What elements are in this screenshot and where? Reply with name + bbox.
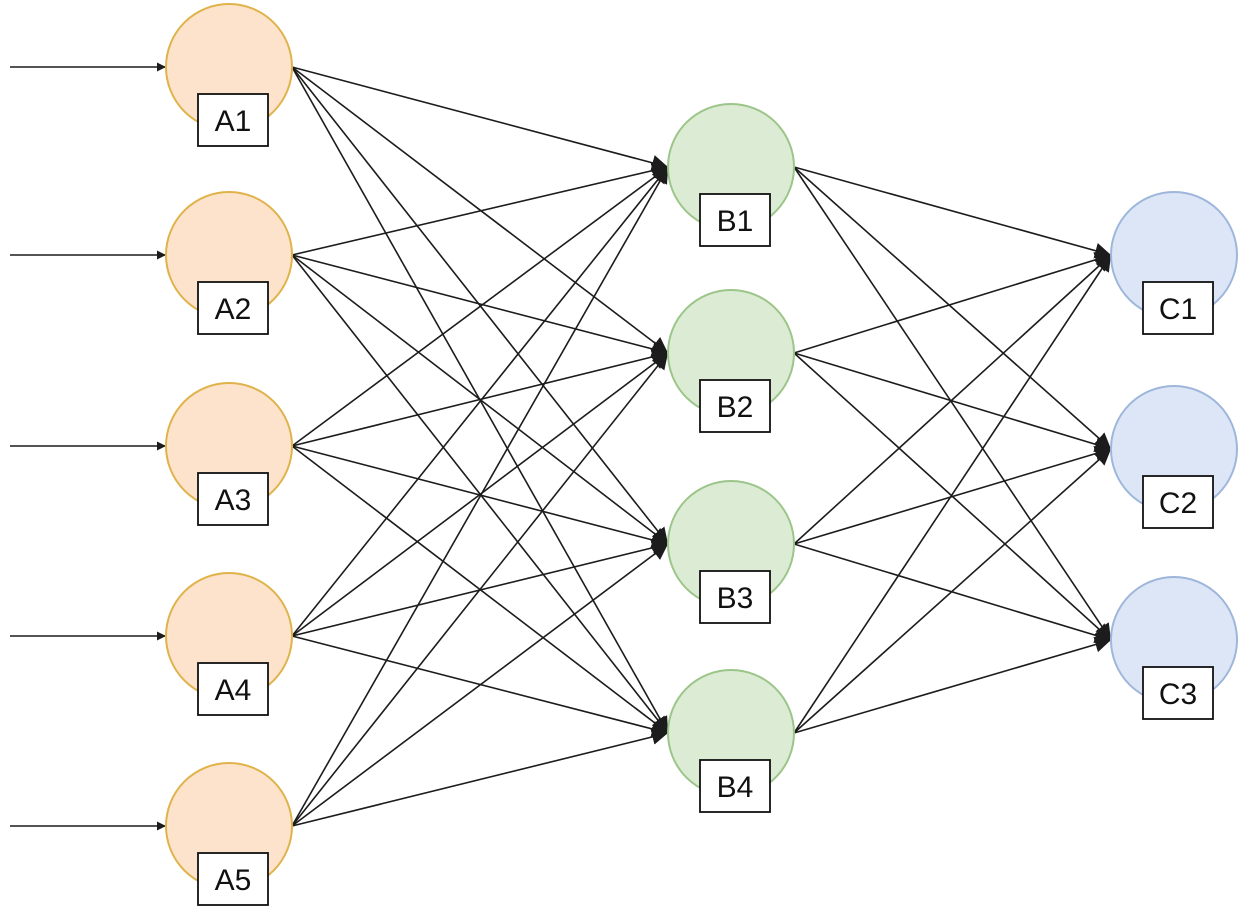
node-label-a1: A1 bbox=[215, 105, 252, 138]
edge-a4-b1 bbox=[291, 166, 669, 637]
node-label-box-b1 bbox=[699, 193, 771, 247]
node-label-box-a1 bbox=[197, 93, 269, 147]
node-label-a4: A4 bbox=[215, 674, 252, 707]
node-c1: C1 bbox=[1110, 191, 1238, 335]
edge-a2-b1 bbox=[291, 162, 669, 256]
node-a5: A5 bbox=[165, 762, 293, 906]
node-c2: C2 bbox=[1110, 385, 1238, 529]
edge-a3-b2 bbox=[291, 349, 669, 447]
node-label-c2: C2 bbox=[1159, 487, 1197, 520]
edge-a5-b2 bbox=[291, 352, 669, 827]
node-label-b2: B2 bbox=[717, 391, 754, 424]
node-label-box-b2 bbox=[699, 379, 771, 433]
node-label-c1: C1 bbox=[1159, 293, 1197, 326]
edge-b1-c2 bbox=[793, 166, 1112, 450]
edge-b4-c2 bbox=[793, 448, 1112, 734]
node-label-box-a2 bbox=[197, 281, 269, 335]
edge-b4-c3 bbox=[793, 636, 1112, 734]
node-a2: A2 bbox=[165, 191, 293, 335]
node-label-box-c1 bbox=[1142, 281, 1214, 335]
edge-b2-c1 bbox=[793, 252, 1112, 354]
edge-b3-c1 bbox=[793, 254, 1112, 545]
node-label-b4: B4 bbox=[717, 771, 754, 804]
node-a1: A1 bbox=[165, 3, 293, 147]
edge-a5-b4 bbox=[291, 729, 669, 827]
node-label-box-a3 bbox=[197, 472, 269, 526]
connections-layer bbox=[10, 62, 1112, 831]
edge-a2-b2 bbox=[291, 254, 669, 357]
node-label-box-a4 bbox=[197, 662, 269, 716]
node-a3: A3 bbox=[165, 382, 293, 526]
edge-b3-c2 bbox=[793, 445, 1112, 545]
node-label-b1: B1 bbox=[717, 205, 754, 238]
edge-a5-b1 bbox=[291, 166, 669, 827]
edge-a4-b2 bbox=[291, 352, 669, 637]
node-b3: B3 bbox=[667, 480, 795, 624]
node-label-box-b3 bbox=[699, 570, 771, 624]
node-c3: C3 bbox=[1110, 576, 1238, 720]
edge-a1-b2 bbox=[291, 66, 669, 354]
edge-a1-b3 bbox=[291, 66, 669, 545]
node-b2: B2 bbox=[667, 289, 795, 433]
node-label-box-c3 bbox=[1142, 666, 1214, 720]
node-label-b3: B3 bbox=[717, 582, 754, 615]
edge-a1-b1 bbox=[291, 66, 669, 171]
node-label-a5: A5 bbox=[215, 864, 252, 897]
node-label-box-b4 bbox=[699, 759, 771, 813]
node-a4: A4 bbox=[165, 572, 293, 716]
edge-b4-c1 bbox=[793, 254, 1112, 734]
node-b4: B4 bbox=[667, 669, 795, 813]
edge-b1-c1 bbox=[793, 166, 1112, 259]
node-label-a2: A2 bbox=[215, 293, 252, 326]
edge-a5-b3 bbox=[291, 543, 669, 827]
edge-a3-b1 bbox=[291, 166, 669, 447]
node-label-box-a5 bbox=[197, 852, 269, 906]
node-label-box-c2 bbox=[1142, 475, 1214, 529]
node-b1: B1 bbox=[667, 103, 795, 247]
node-label-a3: A3 bbox=[215, 484, 252, 517]
node-label-c3: C3 bbox=[1159, 678, 1197, 711]
edge-b2-c2 bbox=[793, 352, 1112, 453]
edge-b1-c3 bbox=[793, 166, 1112, 641]
